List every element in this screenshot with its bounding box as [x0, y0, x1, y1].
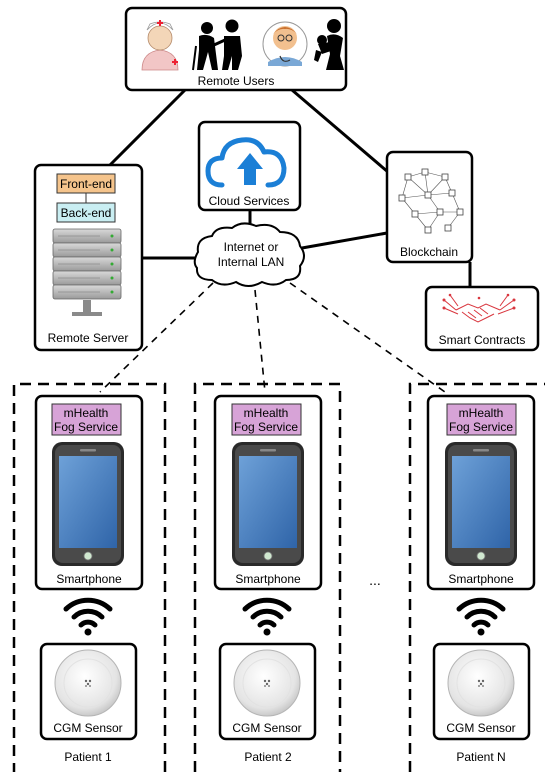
sensor-label: CGM Sensor	[446, 721, 515, 735]
smartphone-icon	[231, 441, 305, 567]
patient-label: Patient 1	[64, 750, 112, 764]
fog-service-line2: Fog Service	[54, 420, 118, 434]
fog-service-line2: Fog Service	[234, 420, 298, 434]
cloud-services-node: Cloud Services	[197, 120, 302, 212]
sensor-label: CGM Sensor	[53, 721, 122, 735]
solid-links	[108, 88, 472, 287]
patient-group-2: mHealth Fog Service Smartphone CGM Senso…	[193, 382, 342, 772]
cloud-services-label: Cloud Services	[209, 194, 290, 208]
fog-service-line1: mHealth	[459, 406, 504, 420]
nurse-icon	[141, 20, 179, 71]
blockchain-label: Blockchain	[400, 245, 458, 259]
patient-group-1: mHealth Fog Service Smartphone CGM Senso…	[12, 382, 167, 772]
smartphone-icon	[444, 441, 518, 567]
network-line2: Internal LAN	[218, 255, 285, 269]
patient-group-n: mHealth Fog Service Smartphone CGM Senso…	[408, 382, 545, 772]
remote-server-node: Front-end Back-end Remote Server	[33, 163, 144, 352]
smart-contracts-label: Smart Contracts	[439, 333, 526, 347]
smartphone-label: Smartphone	[56, 572, 122, 586]
backend-label: Back-end	[61, 206, 112, 220]
frontend-label: Front-end	[60, 177, 112, 191]
smartphone-label: Smartphone	[448, 572, 514, 586]
elderly-assistance-icon	[192, 19, 242, 71]
smartphone-label: Smartphone	[235, 572, 301, 586]
cgm-sensor-icon	[447, 649, 515, 717]
cgm-sensor-icon	[233, 649, 301, 717]
blockchain-network-icon	[398, 168, 464, 234]
patient-label: Patient 2	[244, 750, 292, 764]
server-rack-icon	[52, 228, 122, 316]
wifi-icon	[245, 600, 289, 635]
remote-server-label: Remote Server	[48, 331, 129, 345]
parent-child-icon	[314, 19, 344, 70]
wifi-icon	[66, 600, 110, 635]
cgm-sensor-icon	[54, 649, 122, 717]
fog-service-line1: mHealth	[64, 406, 109, 420]
fog-service-line2: Fog Service	[449, 420, 513, 434]
ellipsis-label: ...	[369, 572, 381, 588]
fog-service-box	[231, 403, 302, 436]
fog-service-line1: mHealth	[244, 406, 289, 420]
cloud-upload-icon	[205, 137, 287, 188]
sensor-label: CGM Sensor	[232, 721, 301, 735]
dashed-links	[99, 282, 446, 393]
patient-label: Patient N	[456, 750, 505, 764]
handshake-contract-icon	[442, 293, 516, 323]
remote-users-label: Remote Users	[198, 74, 275, 88]
network-line1: Internet or	[224, 240, 279, 254]
fog-service-box	[446, 403, 517, 436]
internet-lan-node: Internet or Internal LAN	[193, 222, 305, 287]
wifi-icon	[459, 600, 503, 635]
backend-box	[56, 202, 116, 223]
remote-users-node: Remote Users	[124, 6, 348, 92]
blockchain-node: Blockchain	[385, 150, 474, 264]
smart-contracts-node: Smart Contracts	[424, 285, 540, 352]
fog-service-box	[51, 403, 122, 436]
doctor-icon	[262, 21, 308, 67]
smartphone-icon	[51, 441, 125, 567]
